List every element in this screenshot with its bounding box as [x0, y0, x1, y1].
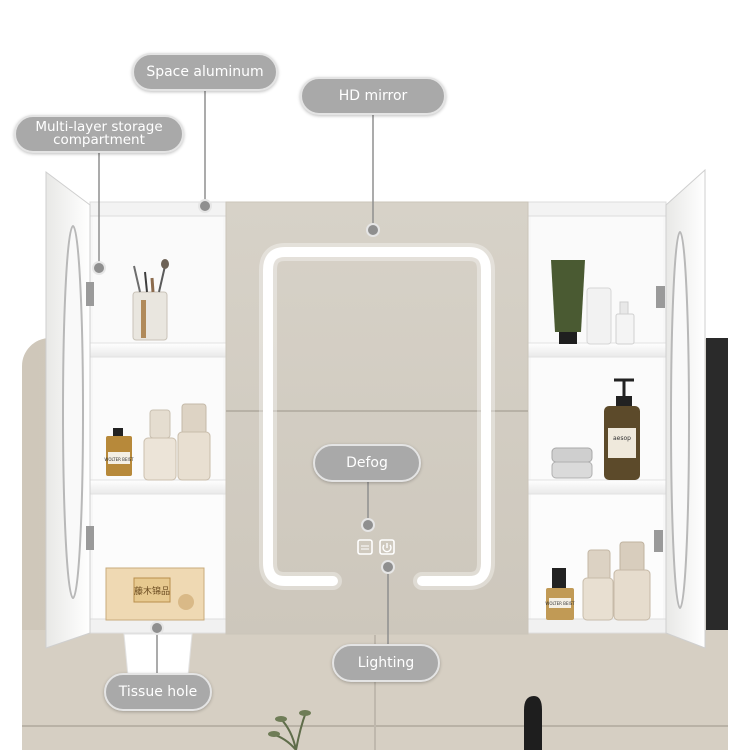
white-bottle — [586, 287, 612, 345]
small-dropper-bottle — [615, 301, 635, 345]
perfume-bottle-right: WOLTER BEIST — [545, 568, 575, 620]
perfume-bottle: WOLTER BEIST — [104, 428, 134, 476]
hinge-left-top — [86, 282, 94, 306]
cream-bottle-3 — [582, 549, 614, 621]
callout-hd-mirror-text: HD mirror — [338, 87, 408, 104]
callout-lighting-text: Lighting — [357, 654, 415, 671]
defog-icon[interactable] — [357, 539, 373, 555]
callout-defog: Defog — [313, 444, 421, 482]
callout-tissue-hole: Tissue hole — [104, 673, 212, 711]
perfume-label-right: WOLTER BEIST — [545, 601, 575, 606]
callout-storage-line2: compartment — [53, 132, 145, 148]
soap-label: aesop — [613, 435, 631, 442]
pump-soap-bottle: aesop — [604, 378, 640, 480]
callout-defog-text: Defog — [346, 454, 388, 471]
tissue-box-label: 藤木锦品 — [134, 585, 170, 597]
cream-jars — [551, 447, 593, 479]
shelf-right-1 — [527, 342, 667, 358]
callout-storage-compartment: Multi-layer storage compartment — [14, 115, 184, 153]
callout-leader-lines — [98, 90, 389, 676]
cream-bottle-1 — [143, 409, 177, 481]
shelf-left-2 — [89, 479, 227, 495]
green-tube — [551, 260, 585, 344]
perfume-label: WOLTER BEIST — [104, 457, 134, 462]
tissue-box: 藤木锦品 — [105, 567, 205, 621]
shelf-left-1 — [89, 342, 227, 358]
tissue-paper — [123, 633, 193, 677]
hinge-right-bottom — [654, 530, 663, 552]
callout-dots — [92, 199, 395, 635]
callout-tissue-hole-text: Tissue hole — [118, 683, 198, 700]
callout-space-aluminum: Space aluminum — [132, 53, 278, 91]
cabinet-bottom-right — [527, 618, 667, 634]
hinge-right-top — [656, 286, 665, 308]
shelf-right-2 — [527, 479, 667, 495]
callout-lighting: Lighting — [332, 644, 440, 682]
hinge-left-bottom — [86, 526, 94, 550]
center-mirror — [225, 201, 529, 635]
power-icon[interactable] — [379, 539, 395, 555]
cream-bottle-4 — [613, 541, 651, 621]
makeup-brush-cup — [132, 259, 169, 341]
faucet — [524, 696, 542, 750]
callout-hd-mirror: HD mirror — [300, 77, 446, 115]
cream-bottle-2 — [177, 403, 211, 481]
callout-storage-line1: Multi-layer storage — [35, 119, 163, 135]
led-light-frame — [263, 247, 491, 586]
left-door-mirror — [62, 225, 84, 599]
right-door-mirror — [670, 231, 690, 609]
callout-space-aluminum-text: Space aluminum — [146, 63, 264, 80]
